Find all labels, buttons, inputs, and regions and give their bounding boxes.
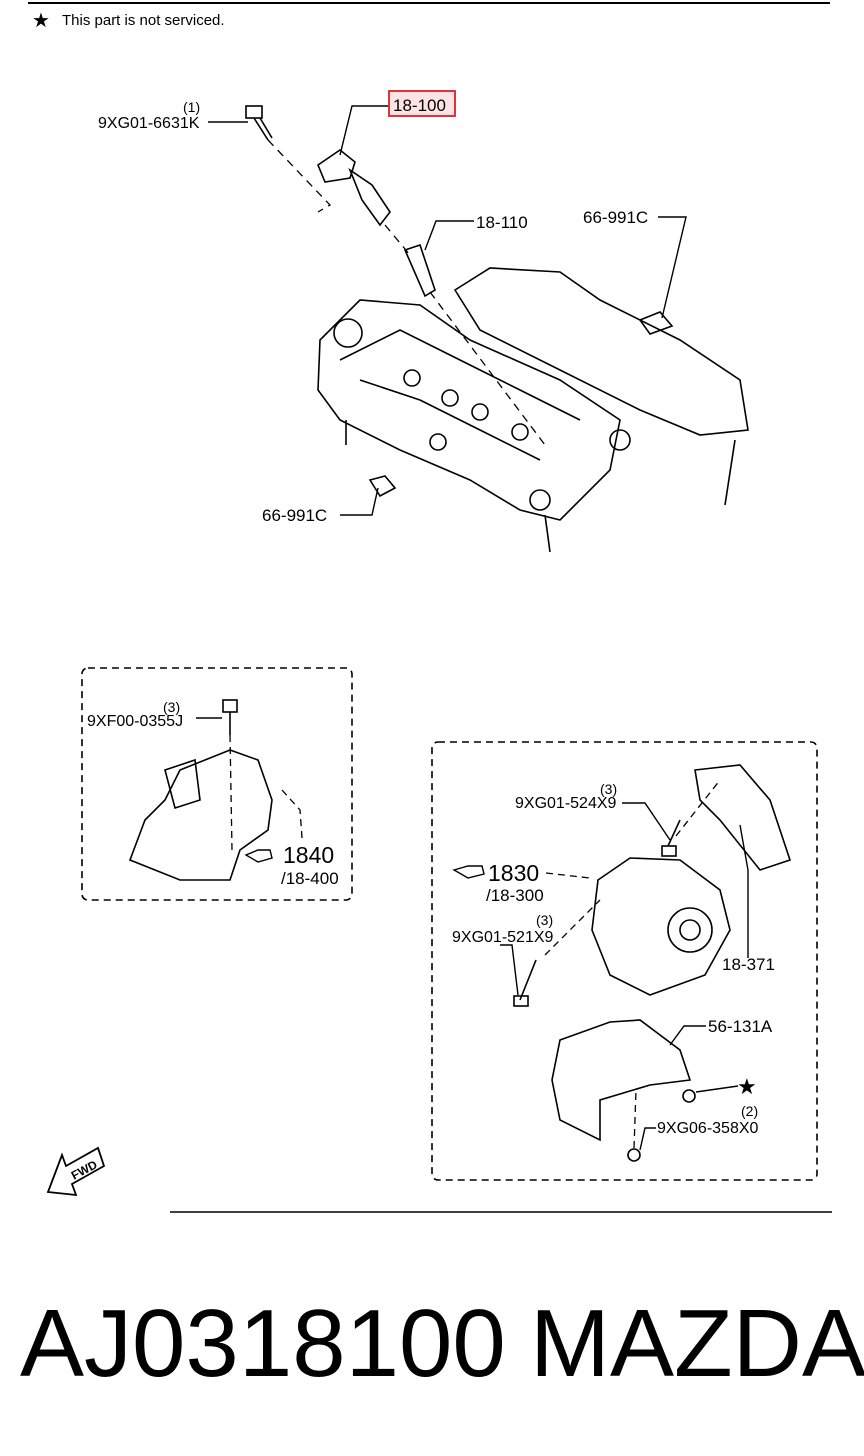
starter-box (81, 667, 353, 901)
alt-bolt-upper-qty: (3) (600, 781, 617, 797)
shield-bolt-qty: (2) (741, 1103, 758, 1119)
alt-ref: 1830 (488, 860, 539, 886)
alt-bolt-upper-label: 9XG01-524X9 (515, 795, 617, 812)
guide-lines-top (267, 139, 546, 446)
star-icon: ★ (32, 8, 50, 32)
bracket-label: 18-371 (722, 955, 775, 974)
sensor-right-label: 66-991C (583, 208, 648, 227)
leaders-alternator (500, 802, 749, 1151)
sensor-left-label: 66-991C (262, 506, 327, 525)
pointing-hand-icon-2 (452, 865, 485, 879)
alternator-illustration (513, 764, 792, 1162)
alt-bolt-lower-label: 9XG01-521X9 (452, 929, 554, 946)
shield-star-icon: ★ (737, 1074, 757, 1099)
alt-sub: /18-300 (486, 886, 544, 905)
part-number: AJ0318100 (20, 1290, 506, 1397)
pointing-hand-icon (244, 849, 273, 863)
starter-sub: /18-400 (281, 869, 339, 888)
ignition-coil-illustration (317, 149, 436, 298)
starter-bolt-label: 9XF00-0355J (87, 713, 183, 730)
service-note: This part is not serviced. (62, 12, 225, 29)
alternator-guides (544, 779, 721, 1149)
shield-bolt-label: 9XG06-358X0 (657, 1120, 759, 1137)
starter-guides (229, 734, 303, 851)
bolt-illustration (245, 105, 273, 141)
bolt-top-qty: (1) (183, 99, 200, 115)
alternator-box (431, 741, 818, 1181)
brand-name: MAZDA (530, 1290, 864, 1397)
highlight-box (388, 90, 456, 117)
forward-arrow-icon: FWD (46, 1146, 106, 1197)
starter-ref: 1840 (283, 842, 334, 868)
cylinder-head-illustration (317, 267, 749, 553)
starter-illustration (128, 699, 273, 881)
coil-label: 18-100 (393, 96, 446, 115)
plug-label: 18-110 (476, 213, 528, 232)
bolt-top-label: 9XG01-6631K (98, 115, 200, 132)
alt-bolt-lower-qty: (3) (536, 912, 553, 928)
starter-bolt-qty: (3) (163, 699, 180, 715)
shield-label: 56-131A (708, 1017, 773, 1036)
leaders-top (208, 105, 687, 516)
